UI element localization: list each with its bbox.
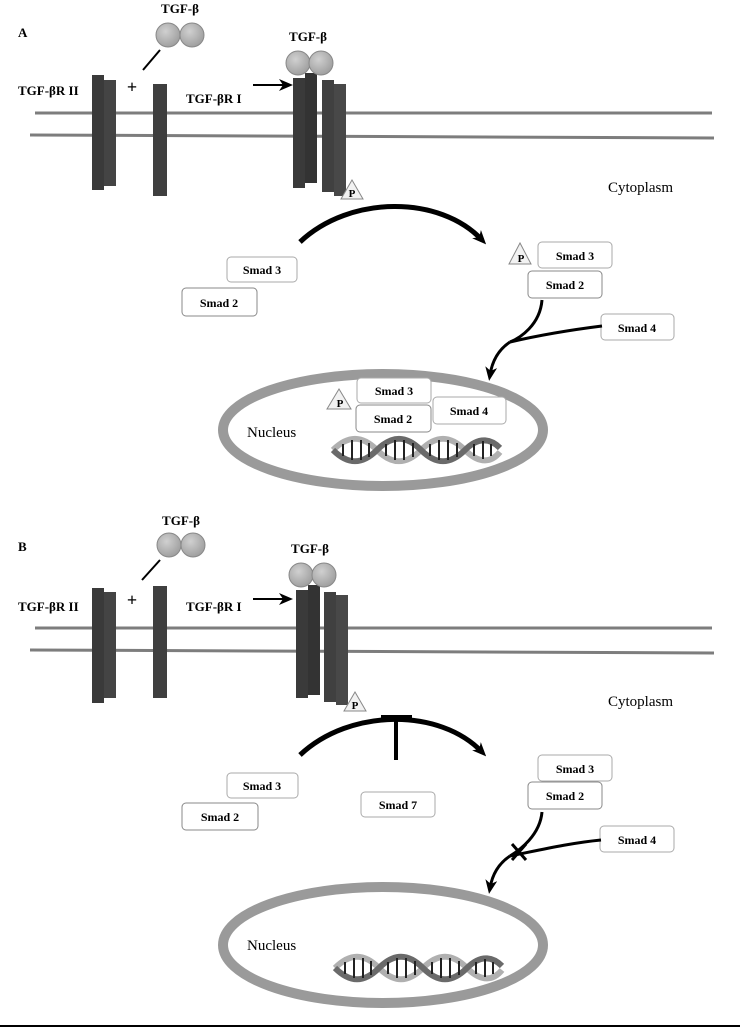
phospho-marker: P — [340, 179, 364, 200]
svg-text:Smad 4: Smad 4 — [618, 321, 656, 335]
receptor-i — [153, 586, 167, 698]
svg-text:Smad 2: Smad 2 — [546, 278, 584, 292]
phospho-marker-smad: P — [508, 241, 532, 265]
panel-letter: B — [18, 539, 27, 554]
svg-text:P: P — [352, 700, 359, 712]
smad2-free: Smad 2 — [181, 802, 259, 831]
ligand-free — [156, 532, 206, 558]
receptor-ii-label: TGF-βR II — [18, 83, 79, 98]
receptor-complex — [296, 585, 348, 705]
smad3-phos: Smad 3 — [537, 754, 613, 782]
receptor-ii — [92, 588, 116, 703]
smad2-phos: Smad 2 — [527, 270, 603, 299]
svg-text:P: P — [337, 398, 344, 410]
nuclear-smad2: Smad 2 — [355, 404, 432, 433]
cytoplasm-label: Cytoplasm — [608, 694, 673, 710]
inhibition-bar — [381, 715, 412, 760]
svg-text:Smad 3: Smad 3 — [243, 779, 281, 793]
nucleus-label: Nucleus — [247, 425, 296, 441]
phospho-marker: P — [343, 691, 367, 712]
blocked-x-icon — [510, 843, 528, 861]
nucleus-envelope — [218, 369, 548, 491]
svg-text:P: P — [518, 253, 525, 265]
smad4-to-junction — [509, 324, 603, 344]
phosphorylation-arrow — [298, 204, 487, 245]
ligand-free-label: TGF-β — [162, 513, 200, 528]
panel-a: A TGF-β + TGF-βR II TGF-βR I — [18, 1, 715, 491]
receptor-complex — [293, 73, 346, 196]
receptor-ii-label: TGF-βR II — [18, 599, 79, 614]
ligand-approach-line — [142, 49, 161, 71]
cell-membrane — [29, 626, 715, 655]
dna-helix — [332, 953, 505, 983]
smad3-free: Smad 3 — [226, 772, 299, 799]
receptor-ii — [92, 75, 116, 190]
svg-text:Smad 3: Smad 3 — [556, 762, 594, 776]
panel-b: B TGF-β + TGF-βR II TGF-βR I — [18, 513, 715, 1008]
svg-text:Smad 7: Smad 7 — [379, 798, 417, 812]
nuclear-smad3: Smad 3 — [356, 377, 432, 404]
svg-text:Smad 2: Smad 2 — [546, 789, 584, 803]
phosphorylation-arrow — [298, 716, 487, 757]
smad7: Smad 7 — [360, 791, 436, 818]
svg-text:Smad 3: Smad 3 — [243, 263, 281, 277]
ligand-bound-label: TGF-β — [289, 29, 327, 44]
phospho-marker-nuclear: P — [326, 388, 352, 410]
ligand-bound — [288, 562, 337, 588]
smad3-phos: Smad 3 — [537, 241, 613, 269]
nucleus-label: Nucleus — [247, 938, 296, 954]
svg-text:P: P — [349, 188, 356, 200]
svg-text:Smad 2: Smad 2 — [374, 412, 412, 426]
svg-text:Smad 4: Smad 4 — [450, 404, 488, 418]
svg-text:Smad 2: Smad 2 — [200, 296, 238, 310]
panel-letter: A — [18, 25, 28, 40]
receptor-i-label: TGF-βR I — [186, 91, 242, 106]
svg-text:Smad 3: Smad 3 — [556, 249, 594, 263]
smad4: Smad 4 — [600, 313, 675, 341]
plus-sign: + — [127, 590, 137, 610]
svg-text:Smad 4: Smad 4 — [618, 833, 656, 847]
smad4: Smad 4 — [599, 825, 675, 853]
ligand-bound — [285, 50, 334, 76]
translocation-arrow — [485, 854, 511, 894]
ligand-bound-label: TGF-β — [291, 541, 329, 556]
receptor-i — [153, 84, 167, 196]
smad2-free: Smad 2 — [181, 287, 258, 317]
translocation-arrow — [485, 340, 511, 381]
cell-membrane — [29, 111, 715, 140]
dna-helix — [330, 435, 503, 465]
svg-text:Smad 2: Smad 2 — [201, 810, 239, 824]
cytoplasm-label: Cytoplasm — [608, 180, 673, 196]
svg-text:Smad 3: Smad 3 — [375, 384, 413, 398]
nucleus-envelope — [218, 882, 548, 1008]
smad3-free: Smad 3 — [226, 256, 298, 283]
plus-sign: + — [127, 77, 137, 97]
nuclear-smad4: Smad 4 — [432, 396, 507, 425]
ligand-free-label: TGF-β — [161, 1, 199, 16]
receptor-i-label: TGF-βR I — [186, 599, 242, 614]
ligand-approach-line — [141, 559, 161, 581]
smad2-phos: Smad 2 — [527, 781, 603, 810]
ligand-free — [155, 22, 205, 48]
